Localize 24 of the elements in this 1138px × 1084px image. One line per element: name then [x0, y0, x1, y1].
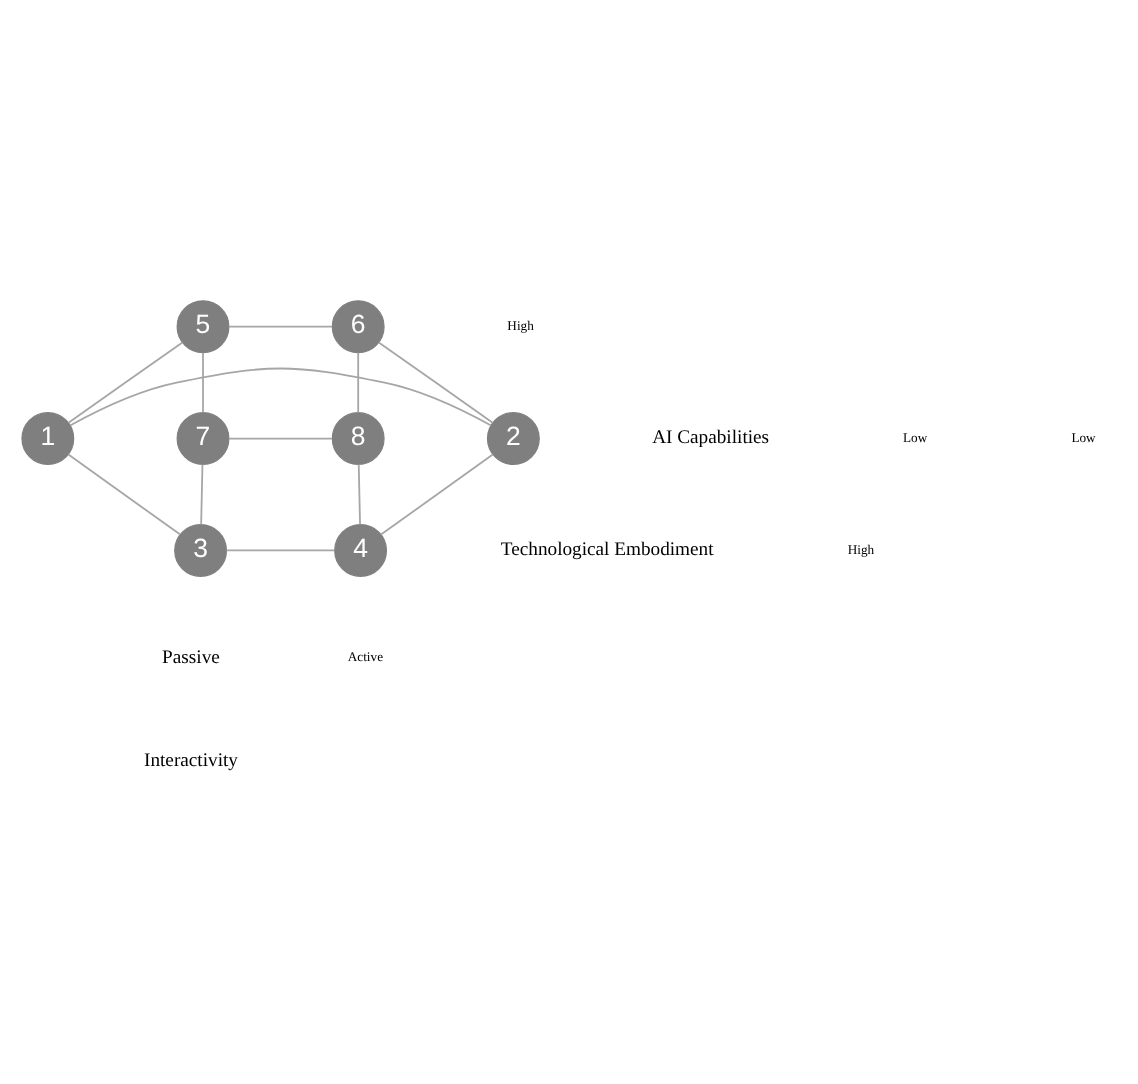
- node-circle: 5: [176, 300, 230, 354]
- connector: [228, 325, 333, 328]
- label: AI Capabilities: [652, 427, 770, 450]
- connector: [357, 463, 361, 526]
- label: Passive: [162, 646, 220, 669]
- connector: [357, 351, 360, 414]
- label: Technological Embodiment: [500, 538, 714, 561]
- connector: [380, 453, 494, 536]
- connector: [200, 463, 204, 526]
- connector: [67, 453, 181, 536]
- connector: [69, 367, 492, 427]
- label: Interactivity: [144, 750, 238, 773]
- connector: [202, 351, 204, 414]
- node-circle: 7: [176, 412, 230, 465]
- connector: [377, 341, 494, 424]
- node-circle: 2: [486, 412, 540, 465]
- connector: [67, 341, 184, 424]
- node-circle: 4: [334, 523, 388, 577]
- node-circle: 3: [174, 523, 228, 577]
- node-circle: 6: [331, 300, 385, 354]
- connector: [225, 549, 336, 552]
- connector: [228, 437, 333, 440]
- node-circle: 1: [21, 412, 75, 465]
- node-circle: 8: [331, 412, 385, 465]
